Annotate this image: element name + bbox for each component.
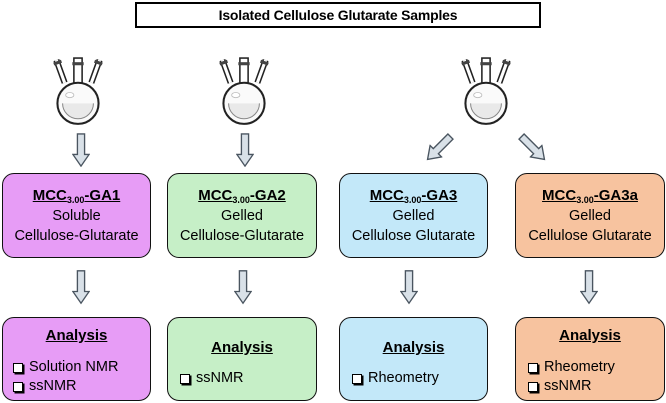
- sample-name: MCC3.00-GA1: [32, 186, 121, 205]
- sample-state: Gelled: [569, 207, 611, 224]
- sample-description: Cellulose-Glutarate: [179, 227, 305, 244]
- diagonal-arrow-icon: [515, 130, 551, 166]
- analysis-title: Analysis: [559, 327, 621, 344]
- analysis-list: Rheometry: [352, 369, 439, 388]
- checkbox-icon: [180, 373, 190, 384]
- sample-name: MCC3.00-GA2: [198, 186, 286, 205]
- analysis-box-ga1: Analysis Solution NMR ssNMR: [2, 317, 151, 401]
- sample-name: MCC3.00-GA3: [369, 186, 458, 205]
- analysis-list: Solution NMR ssNMR: [13, 358, 118, 396]
- sample-description: Cellulose-Glutarate: [14, 227, 139, 244]
- analysis-item: Rheometry: [528, 358, 615, 377]
- down-arrow-icon: [400, 268, 418, 306]
- analysis-item: Solution NMR: [13, 358, 118, 377]
- checkbox-icon: [13, 381, 23, 392]
- sample-box-ga3a: MCC3.00-GA3a Gelled Cellulose Glutarate: [515, 173, 665, 258]
- checkbox-icon: [352, 373, 362, 384]
- analysis-box-ga2: Analysis ssNMR: [167, 317, 317, 401]
- down-arrow-icon: [236, 133, 254, 167]
- analysis-title: Analysis: [382, 339, 445, 356]
- diagram-title: Isolated Cellulose Glutarate Samples: [135, 2, 541, 28]
- checkbox-icon: [528, 381, 538, 392]
- analysis-box-ga3: Analysis Rheometry: [339, 317, 488, 401]
- down-arrow-icon: [234, 268, 252, 306]
- flask-icon-1: [42, 56, 114, 128]
- sample-box-ga1: MCC3.00-GA1 Soluble Cellulose-Glutarate: [2, 173, 151, 258]
- down-arrow-icon: [72, 133, 90, 167]
- checkbox-icon: [528, 362, 538, 373]
- analysis-item: ssNMR: [13, 377, 118, 396]
- analysis-title: Analysis: [211, 339, 273, 356]
- sample-name: MCC3.00-GA3a: [542, 186, 638, 205]
- analysis-list: Rheometry ssNMR: [528, 358, 615, 396]
- down-arrow-icon: [580, 268, 598, 306]
- checkbox-icon: [13, 362, 23, 373]
- analysis-item: ssNMR: [180, 369, 244, 388]
- diagram-title-text: Isolated Cellulose Glutarate Samples: [218, 7, 458, 23]
- sample-state: Gelled: [392, 207, 435, 224]
- flask-icon-2: [208, 56, 280, 128]
- flask-icon-3: [450, 56, 522, 128]
- down-arrow-icon: [72, 268, 90, 306]
- sample-state: Gelled: [221, 207, 263, 224]
- sample-description: Cellulose Glutarate: [528, 227, 652, 244]
- sample-box-ga2: MCC3.00-GA2 Gelled Cellulose-Glutarate: [167, 173, 317, 258]
- analysis-title: Analysis: [45, 327, 108, 344]
- analysis-item: Rheometry: [352, 369, 439, 388]
- diagonal-arrow-icon: [421, 130, 457, 166]
- analysis-list: ssNMR: [180, 369, 244, 388]
- analysis-box-ga3a: Analysis Rheometry ssNMR: [515, 317, 665, 401]
- sample-description: Cellulose Glutarate: [351, 227, 476, 244]
- sample-box-ga3: MCC3.00-GA3 Gelled Cellulose Glutarate: [339, 173, 488, 258]
- analysis-item: ssNMR: [528, 377, 615, 396]
- sample-state: Soluble: [52, 207, 101, 224]
